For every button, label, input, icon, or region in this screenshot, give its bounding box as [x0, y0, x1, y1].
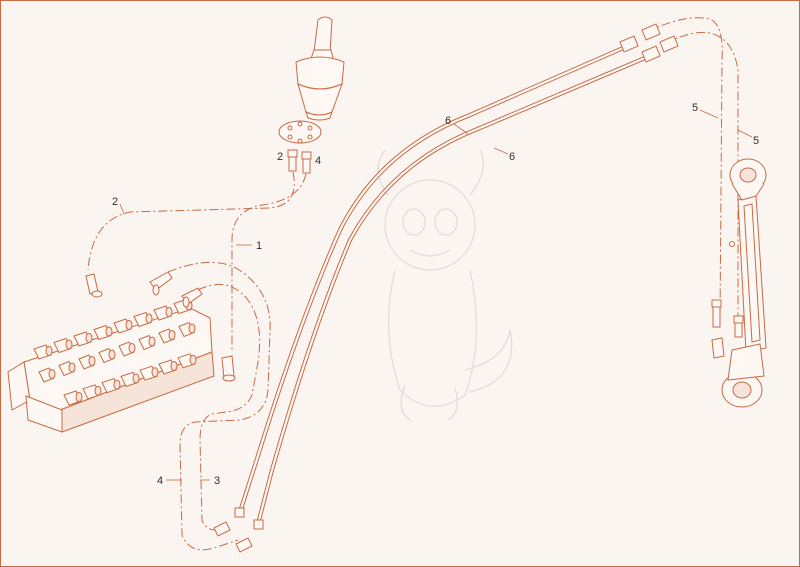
callout-label-4-top: 4	[315, 155, 321, 167]
valve-spool-cap	[45, 346, 53, 356]
valve-spool-cap	[88, 356, 96, 366]
callout-label-6-bottom: 6	[509, 151, 515, 163]
valve-spool-cap	[132, 373, 140, 384]
callout-label-5-left: 5	[692, 102, 698, 114]
cylinder-line-5a	[645, 17, 723, 321]
valve-spool-cap	[113, 379, 121, 390]
hydraulic-cylinder	[711, 158, 767, 408]
callout-label-5-right: 5	[753, 135, 759, 147]
valve-spool-cap	[48, 369, 56, 379]
pilot-line-3	[197, 283, 261, 531]
callout-label-1: 1	[256, 240, 262, 252]
valve-spool-cap	[105, 326, 113, 337]
valve-spool-cap	[148, 336, 156, 347]
valve-spool-cap	[145, 313, 153, 324]
valve-spool-cap	[188, 323, 196, 334]
joystick-handle	[295, 16, 345, 121]
pilot-end-fittings	[213, 521, 253, 553]
cylinder-line-5b	[663, 31, 739, 318]
callout-label-3: 3	[214, 475, 220, 487]
valve-spool-cap	[165, 307, 173, 317]
callout-label-4-bottom: 4	[157, 475, 163, 487]
callout-label-6-top: 6	[445, 115, 451, 127]
valve-spool-cap	[151, 367, 159, 378]
valve-spool-cap	[68, 362, 76, 373]
valve-spool-cap	[94, 385, 102, 396]
valve-spool-cap	[128, 343, 136, 353]
pilot-line-4	[167, 261, 271, 551]
pilot-line-1	[231, 173, 307, 350]
callout-label-2-top: 2	[277, 151, 283, 163]
watermark-mascot	[377, 149, 513, 421]
valve-spool-cap	[189, 354, 197, 365]
callout-label-2-left: 2	[112, 196, 118, 208]
cylinder-lines	[641, 17, 739, 321]
valve-spool-cap	[108, 349, 116, 360]
valve-spool-cap	[125, 320, 133, 330]
joystick-fittings	[287, 149, 312, 174]
callout-leaders	[119, 109, 753, 481]
valve-spool-cap	[85, 333, 93, 343]
hydraulic-hose-pair	[234, 35, 661, 530]
valve-spools	[33, 298, 197, 406]
valve-spool-cap	[170, 361, 178, 371]
pilot-line-2	[87, 171, 295, 271]
joystick-mount-plate	[278, 120, 322, 144]
valve-spool-cap	[75, 392, 83, 402]
valve-elbow-fittings	[85, 271, 236, 382]
valve-spool-cap	[65, 339, 73, 350]
pilot-lines	[87, 171, 307, 551]
valve-spool-cap	[168, 330, 176, 340]
